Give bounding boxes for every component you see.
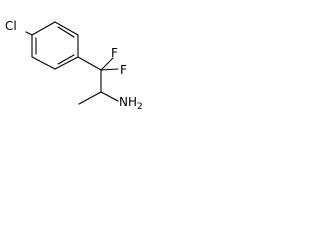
benzene-ring — [31, 21, 79, 70]
amine-nh: NH — [119, 95, 137, 109]
chemical-structure-diagram: Cl F F NH2 — [5, 19, 143, 112]
fluorine-label-2: F — [120, 63, 127, 77]
ring-bond-6 — [31, 21, 56, 36]
ring-bond-3 — [54, 56, 79, 70]
bond-c-f1 — [100, 57, 114, 71]
ring-bond-5 — [54, 21, 79, 36]
bond-c-f2 — [100, 68, 119, 71]
bond-ring-to-cl — [25, 31, 33, 36]
bond-ring-to-cf2 — [77, 56, 102, 71]
chlorine-label: Cl — [5, 19, 17, 33]
ring-double-bond-2 — [57, 54, 75, 65]
bond-ch-to-methyl — [78, 91, 102, 105]
fluorine-label-1: F — [111, 46, 118, 60]
amine-subscript: 2 — [137, 102, 143, 112]
bond-ch-to-nh2 — [100, 91, 119, 102]
ring-bond-2 — [31, 56, 56, 70]
ring-double-bond-3 — [57, 26, 75, 38]
amine-label: NH2 — [119, 95, 143, 112]
